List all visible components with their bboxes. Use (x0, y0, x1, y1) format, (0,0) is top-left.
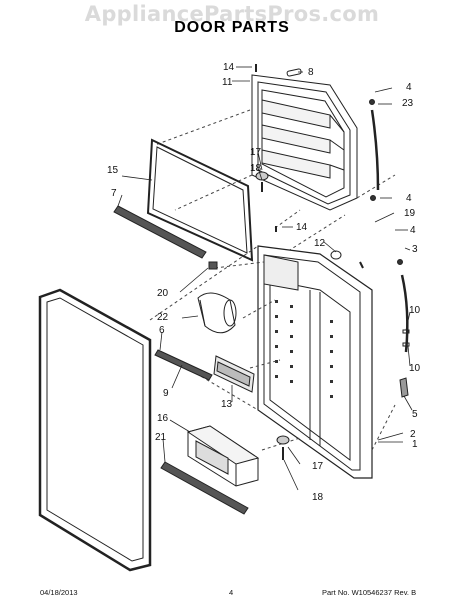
callout-16: 16 (157, 413, 169, 424)
callout-19: 19 (404, 208, 416, 219)
callout-9: 9 (163, 388, 169, 399)
callout-3: 3 (412, 244, 418, 255)
fresh-food-door (257, 245, 373, 479)
callout-12: 12 (314, 238, 326, 249)
footer-date: 04/18/2013 (40, 588, 78, 597)
callout-5: 5 (412, 409, 418, 420)
callout-21: 21 (155, 432, 167, 443)
callout-4-lower: 4 (410, 225, 416, 236)
fresh-food-gasket (38, 288, 152, 572)
callout-14-upper: 14 (223, 62, 235, 73)
callout-23: 23 (402, 98, 414, 109)
callout-14-middle: 14 (296, 222, 308, 233)
freezer-gasket (146, 138, 254, 262)
callout-7: 7 (111, 188, 117, 199)
footer-page-number: 4 (229, 588, 234, 597)
door-bin-16 (186, 425, 260, 487)
dairy-door (197, 292, 237, 334)
callout-2: 2 (410, 429, 416, 440)
callout-22: 22 (157, 312, 169, 323)
callout-labels: 14 11 8 4 23 17 15 18 7 4 19 14 4 12 3 2… (107, 62, 421, 503)
trim-strip-9 (154, 349, 213, 381)
callout-18-lower: 18 (312, 492, 324, 503)
callout-8: 8 (308, 67, 314, 78)
callout-17-lower: 17 (312, 461, 324, 472)
callout-18-upper: 18 (250, 163, 262, 174)
callout-15: 15 (107, 165, 119, 176)
page-title: DOOR PARTS (174, 19, 290, 36)
freezer-door (251, 68, 358, 211)
callout-6: 6 (159, 325, 165, 336)
callout-10-upper: 10 (409, 305, 421, 316)
callout-1: 1 (412, 439, 418, 450)
callout-10-lower: 10 (409, 363, 421, 374)
callout-13: 13 (221, 399, 233, 410)
hinge-assembly (208, 64, 410, 460)
callout-4-middle: 4 (406, 193, 412, 204)
watermark: AppliancePartsPros.com (84, 2, 380, 26)
footer-part-number: Part No. W10546237 Rev. B (322, 588, 417, 597)
callout-17-upper: 17 (250, 147, 262, 158)
callout-20: 20 (157, 288, 169, 299)
trim-strip-21 (160, 461, 249, 515)
shelf-front-13 (213, 355, 255, 393)
trim-strip-7 (113, 205, 207, 259)
callout-4-upper: 4 (406, 82, 412, 93)
callout-11: 11 (222, 77, 233, 88)
